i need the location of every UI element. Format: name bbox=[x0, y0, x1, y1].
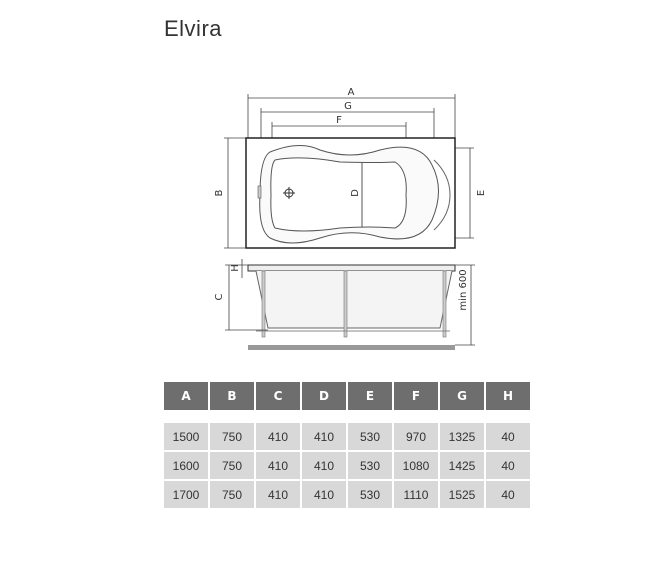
spacer bbox=[164, 410, 530, 423]
table-cell: 40 bbox=[486, 423, 530, 452]
column-header: C bbox=[256, 382, 300, 410]
table-cell: 530 bbox=[348, 452, 392, 481]
table-cell: 1500 bbox=[164, 423, 208, 452]
table-cell: 40 bbox=[486, 481, 530, 510]
table-cell: 40 bbox=[486, 452, 530, 481]
table-cell: 410 bbox=[256, 481, 300, 510]
column-header: E bbox=[348, 382, 392, 410]
dim-label-b: B bbox=[214, 189, 225, 196]
table-cell: 1700 bbox=[164, 481, 208, 510]
table-cell: 750 bbox=[210, 423, 254, 452]
dim-label-a: A bbox=[348, 87, 355, 98]
table-cell: 1325 bbox=[440, 423, 484, 452]
table-cell: 530 bbox=[348, 423, 392, 452]
table-cell: 410 bbox=[256, 423, 300, 452]
dim-label-c: C bbox=[214, 293, 225, 300]
table-cell: 410 bbox=[302, 452, 346, 481]
dim-label-min-height: min 600 bbox=[458, 269, 469, 310]
table-cell: 1525 bbox=[440, 481, 484, 510]
column-header: G bbox=[440, 382, 484, 410]
dim-label-d: D bbox=[350, 189, 361, 197]
table-cell: 750 bbox=[210, 452, 254, 481]
table-cell: 1080 bbox=[394, 452, 438, 481]
table-cell: 410 bbox=[302, 481, 346, 510]
table-cell: 410 bbox=[302, 423, 346, 452]
column-header: D bbox=[302, 382, 346, 410]
column-header: B bbox=[210, 382, 254, 410]
dim-label-e: E bbox=[476, 190, 487, 196]
dim-label-f: F bbox=[336, 115, 342, 126]
table-header-row: A B C D E F G H bbox=[164, 382, 530, 410]
column-header: H bbox=[486, 382, 530, 410]
dim-label-g: G bbox=[344, 101, 352, 112]
table-cell: 970 bbox=[394, 423, 438, 452]
table-cell: 1425 bbox=[440, 452, 484, 481]
table-cell: 750 bbox=[210, 481, 254, 510]
table-cell: 410 bbox=[256, 452, 300, 481]
dim-label-h: H bbox=[230, 264, 241, 272]
table-cell: 1600 bbox=[164, 452, 208, 481]
column-header: F bbox=[394, 382, 438, 410]
product-title: Elvira bbox=[164, 16, 223, 41]
column-header: A bbox=[164, 382, 208, 410]
table-cell: 1110 bbox=[394, 481, 438, 510]
bathtub-dimension-diagram: A G F B D E H C min 600 bbox=[214, 87, 487, 350]
table-cell: 530 bbox=[348, 481, 392, 510]
